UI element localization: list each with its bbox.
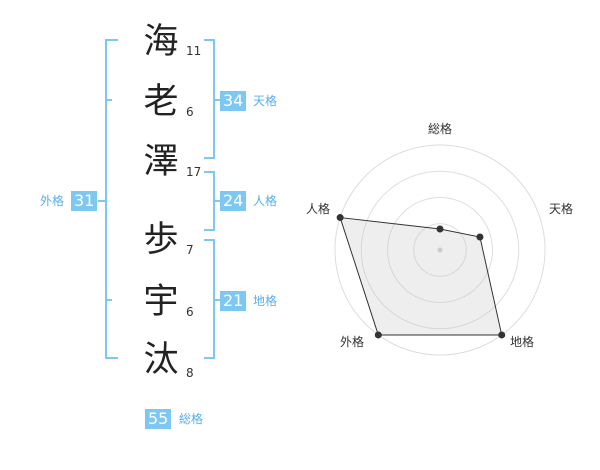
radar-point-3 [498,331,506,339]
radar-ring-3 [360,170,520,330]
radar-center-dot [437,247,443,253]
radar-axis-label-jinkaku: 人格 [306,202,331,216]
radar-axis-label-chikaku: 地格 [510,335,535,349]
radar-point-1 [436,225,444,233]
chikaku-label: 地格 [253,294,278,308]
jinkaku-value: 24 [220,191,247,211]
stroke-count-6: 8 [186,366,194,380]
radar-point-5 [336,214,344,222]
name-char-3: 澤 [143,142,179,182]
tenkaku-value: 34 [220,91,247,111]
radar-point-2 [476,233,484,241]
radar-axis-label-tenkaku: 天格 [549,202,574,216]
name-char-4: 歩 [143,220,179,260]
radar-point-4 [374,331,382,339]
name-char-5: 宇 [143,282,179,322]
stroke-count-4: 7 [186,243,194,257]
radar-series-polygon [339,216,503,336]
radar-axis-label-gaikaku: 外格 [340,335,365,349]
jinkaku-label: 人格 [253,194,278,208]
tenkaku-label: 天格 [253,94,278,108]
radar-ring-4 [334,144,546,356]
name-char-6: 汰 [143,340,179,380]
name-char-1: 海 [143,22,179,62]
name-char-2: 老 [143,82,179,122]
stroke-count-5: 6 [186,305,194,319]
chikaku-value: 21 [220,291,247,311]
radar-axis-label-soukaku: 総格 [428,122,453,136]
soukaku-label: 総格 [179,412,204,426]
gaikaku-label: 外格 [40,194,65,208]
radar-ring-1 [413,223,467,277]
stroke-count-1: 11 [186,44,202,58]
gaikaku-value: 31 [71,191,98,211]
soukaku-value: 55 [145,409,172,429]
stroke-count-2: 6 [186,105,194,119]
stroke-count-3: 17 [186,165,202,179]
radar-ring-2 [387,197,493,303]
gaikaku-bracket [105,39,118,359]
